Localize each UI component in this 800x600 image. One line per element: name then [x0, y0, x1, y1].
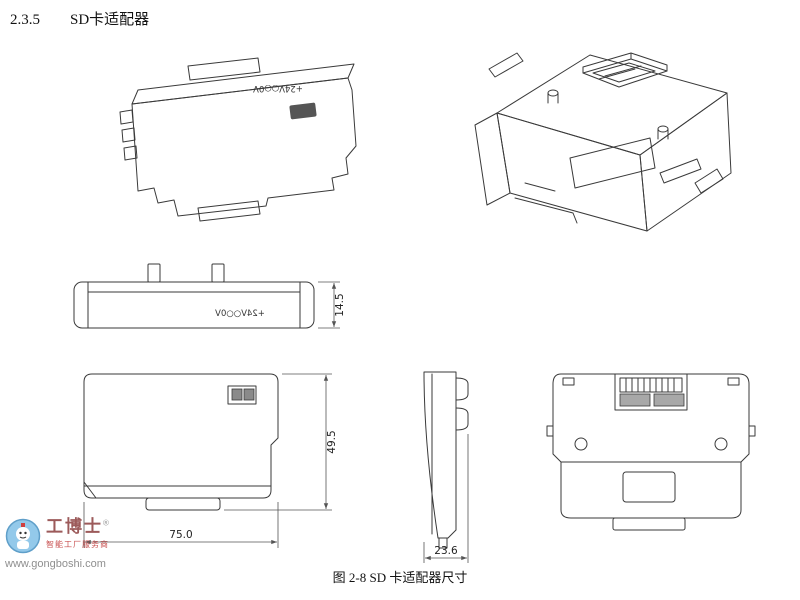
rear-connector: [614, 373, 688, 411]
watermark-tagline: 智能工厂服务商: [46, 539, 109, 549]
dimension-side-depth: 23.6: [423, 434, 469, 563]
section-number: 2.3.5: [10, 12, 40, 28]
iso-view-front: +24V○○0V: [119, 57, 357, 222]
dim-value-23-6: 23.6: [434, 545, 458, 557]
registered-mark: ®: [103, 518, 111, 528]
din-peg: [547, 89, 559, 104]
rear-connector-block: [582, 52, 668, 88]
figure-caption: 图 2-8 SD 卡适配器尺寸: [332, 570, 468, 585]
rear-view: [546, 373, 756, 531]
dim-value-75-0: 75.0: [169, 529, 192, 541]
watermark: 工博士® 智能工厂服务商 www.gongboshi.com: [5, 517, 145, 570]
device-label-top: +24V○○0V: [215, 309, 265, 319]
top-view: +24V○○0V 14.5: [73, 263, 346, 329]
watermark-url: www.gongboshi.com: [5, 558, 106, 570]
dim-value-14-5: 14.5: [334, 293, 346, 316]
side-view: 23.6: [423, 371, 469, 563]
device-label-iso: +24V○○0V: [253, 83, 303, 93]
din-peg: [657, 125, 669, 140]
screw-hole: [574, 437, 588, 451]
section-title: SD卡适配器: [70, 12, 150, 28]
dim-value-49-5: 49.5: [326, 430, 338, 453]
usb-port: [289, 102, 317, 120]
dimension-top-height: 14.5: [318, 281, 346, 329]
dimension-front-width: 75.0: [83, 502, 279, 548]
watermark-brand: 工博士®: [46, 517, 111, 536]
front-view: 49.5 75.0: [83, 373, 338, 548]
front-connector: [227, 385, 257, 405]
iso-view-rear: [474, 52, 732, 232]
screw-hole: [714, 437, 728, 451]
gongboshi-logo-icon: [5, 518, 41, 554]
section-heading: 2.3.5 SD卡适配器: [10, 8, 149, 29]
